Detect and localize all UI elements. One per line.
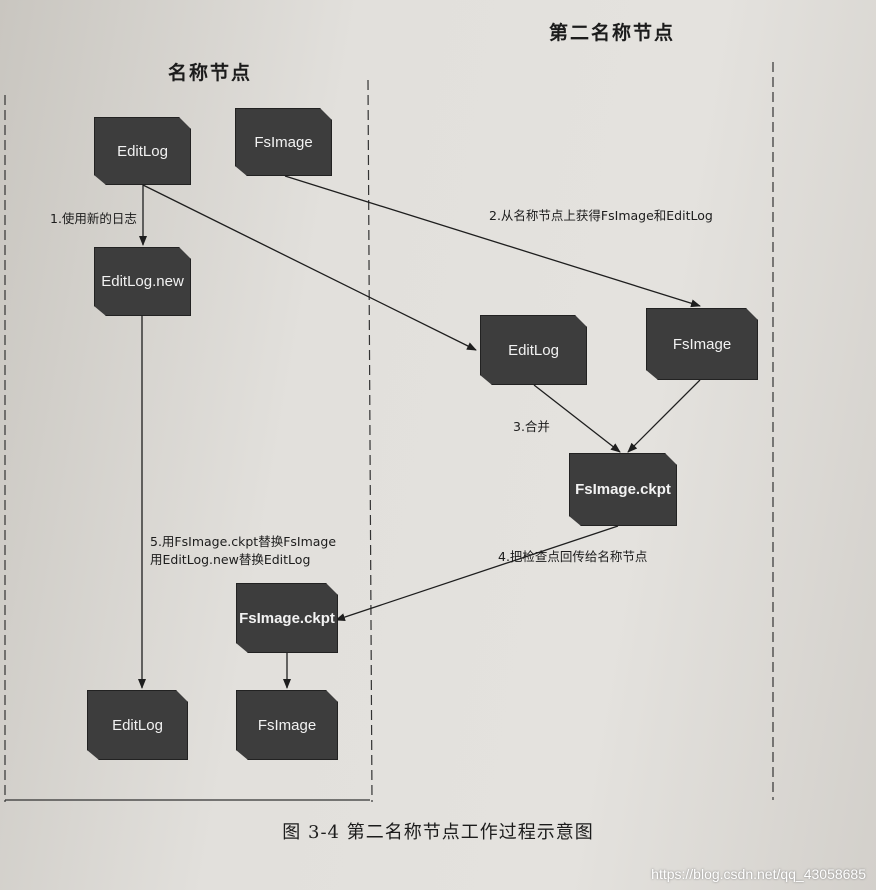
fsimage-final-file: FsImage	[236, 690, 338, 760]
step5-label-line2: 用EditLog.new替换EditLog	[150, 552, 311, 567]
secondary-namenode-title: 第二名称节点	[549, 22, 676, 44]
step4-label: 4.把检查点回传给名称节点	[498, 549, 648, 564]
arrow-fsimage-copy-to-ckpt	[627, 379, 701, 453]
editlog-copy-file: EditLog	[480, 315, 587, 385]
region-divider	[367, 79, 373, 803]
fsimage-ckpt-primary-file: FsImage.ckpt	[236, 583, 338, 653]
step5-label-line1: 5.用FsImage.ckpt替换FsImage	[150, 534, 337, 549]
step2-label: 2.从名称节点上获得FsImage和EditLog	[489, 208, 713, 223]
fsimage-ckpt-secondary-file: FsImage.ckpt	[569, 453, 677, 526]
step1-label: 1.使用新的日志	[50, 211, 137, 226]
arrow-editlog-to-secondary	[142, 184, 477, 351]
editlog-file-top: EditLog	[94, 117, 191, 185]
arrow-fsimage-to-secondary	[284, 175, 701, 308]
editlog-new-file: EditLog.new	[94, 247, 191, 316]
fsimage-copy-file: FsImage	[646, 308, 758, 380]
arrow-editlog-copy-to-ckpt	[533, 384, 621, 453]
namenode-title: 名称节点	[168, 62, 253, 84]
figure-caption: 图 3-4 第二名称节点工作过程示意图	[282, 822, 594, 843]
editlog-final-file: EditLog	[87, 690, 188, 760]
step3-label: 3.合并	[513, 419, 550, 434]
fsimage-file-top: FsImage	[235, 108, 332, 176]
watermark-url: https://blog.csdn.net/qq_43058685	[651, 866, 866, 882]
arrow-ckpt-to-namenode	[335, 525, 619, 621]
